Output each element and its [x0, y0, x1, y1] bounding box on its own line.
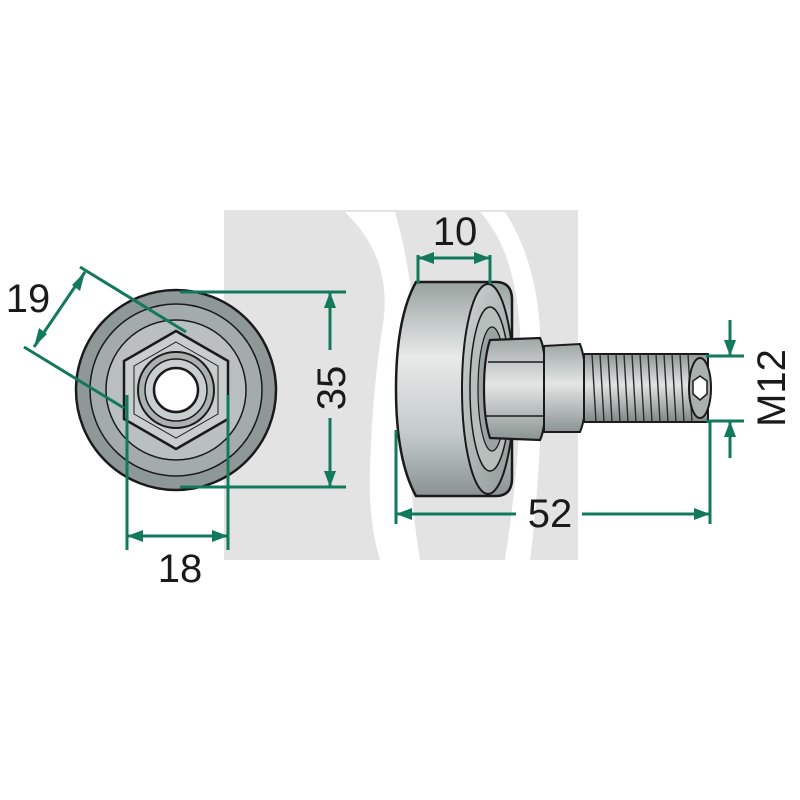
roller-end-view [74, 288, 278, 492]
dim-label-10: 10 [433, 210, 478, 254]
dim-label-35: 35 [310, 366, 354, 411]
dim-label-52: 52 [528, 492, 573, 536]
nut-side [482, 336, 548, 442]
dim-label-19: 19 [6, 277, 51, 321]
bore-hole [152, 366, 200, 414]
dim-label-18: 18 [158, 547, 203, 591]
dimension-arrows [34, 252, 736, 542]
dim-label-m12: M12 [750, 349, 794, 427]
roller-side-view [394, 280, 712, 498]
